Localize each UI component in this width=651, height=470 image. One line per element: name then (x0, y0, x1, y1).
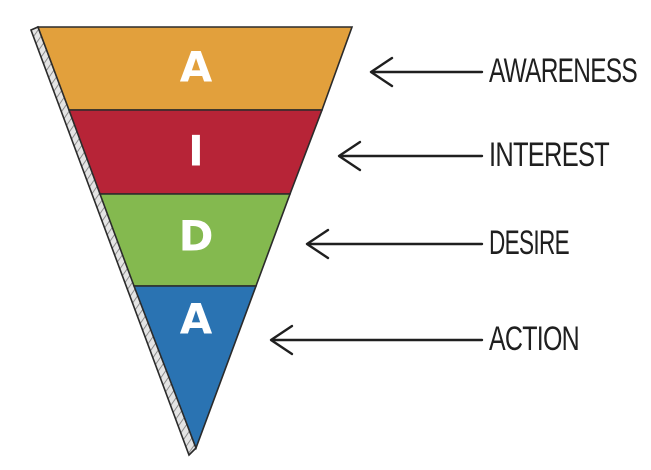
funnel-bands (36, 26, 354, 451)
label-interest: INTEREST (489, 136, 609, 174)
letter-desire: D (179, 212, 214, 261)
label-desire: DESIRE (489, 224, 569, 262)
stage-arrows (269, 56, 484, 356)
letter-interest: I (188, 127, 204, 176)
letter-action: A (180, 295, 213, 344)
stage-labels: AWARENESS INTEREST DESIRE ACTION (489, 52, 638, 358)
left-arrow-icon (337, 140, 484, 172)
label-action: ACTION (489, 320, 579, 358)
label-awareness: AWARENESS (489, 52, 637, 90)
band-action (132, 285, 258, 451)
left-arrow-icon (305, 228, 484, 260)
stage-letters: A I D A (179, 43, 214, 344)
left-arrow-icon (369, 56, 484, 88)
letter-awareness: A (180, 43, 213, 92)
left-arrow-icon (269, 324, 484, 356)
